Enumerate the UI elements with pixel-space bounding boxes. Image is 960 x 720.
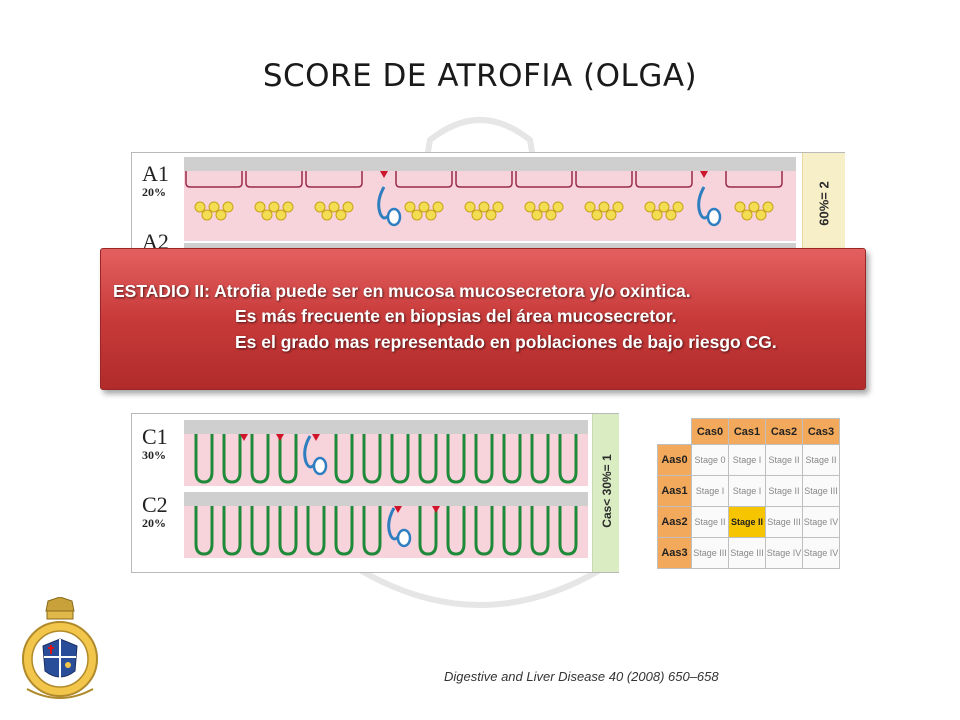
sidebar-score-text: 60%= 2 bbox=[816, 181, 832, 226]
oxyntic-gland bbox=[194, 506, 214, 556]
table-cell: Stage II bbox=[765, 444, 803, 476]
table-cell: Stage I bbox=[691, 475, 729, 507]
table-cell: Stage I bbox=[728, 475, 766, 507]
row-label-a2: A2 bbox=[142, 229, 169, 254]
histology-panel-corpus: C1 30% C2 20% Cas< 30%= 1 bbox=[131, 413, 619, 573]
table-cell-highlighted: Stage II bbox=[728, 506, 766, 538]
table-row: Aas3 Stage III Stage III Stage IV Stage … bbox=[657, 537, 840, 569]
mucous-gland-cluster bbox=[254, 201, 266, 213]
col-header: Cas0 bbox=[691, 418, 729, 445]
citation-text: Digestive and Liver Disease 40 (2008) 65… bbox=[444, 669, 719, 684]
intestinal-metaplasia-gland bbox=[387, 507, 402, 541]
table-cell: Stage 0 bbox=[691, 444, 729, 476]
mucosa-strip-c2 bbox=[184, 492, 588, 558]
col-header: Cas3 bbox=[802, 418, 840, 445]
row-header: Aas0 bbox=[657, 444, 692, 476]
red-triangle-marker-icon bbox=[700, 171, 708, 178]
mucosa-strip-c1 bbox=[184, 420, 588, 486]
mucosa-strip-a1 bbox=[184, 157, 796, 253]
col-header: Cas2 bbox=[765, 418, 803, 445]
oxyntic-gland bbox=[194, 434, 214, 484]
red-triangle-marker-icon bbox=[432, 506, 440, 513]
row-label-c1: C1 30% bbox=[142, 424, 168, 463]
intestinal-metaplasia-gland bbox=[303, 435, 318, 469]
table-cell: Stage II bbox=[802, 444, 840, 476]
table-cell: Stage I bbox=[728, 444, 766, 476]
table-cell: Stage III bbox=[765, 506, 803, 538]
callout-line-3: Es el grado mas representado en poblacio… bbox=[235, 332, 777, 352]
score-sidebar-corpus: Cas< 30%= 1 bbox=[592, 414, 619, 572]
red-triangle-marker-icon bbox=[276, 434, 284, 441]
intestinal-metaplasia-gland bbox=[377, 186, 392, 220]
table-cell: Stage III bbox=[728, 537, 766, 569]
mucous-gland-cluster bbox=[404, 201, 416, 213]
score-sidebar-antrum: 60%= 2 bbox=[802, 153, 845, 253]
table-header-row: Cas0 Cas1 Cas2 Cas3 bbox=[657, 418, 840, 445]
table-row: Aas0 Stage 0 Stage I Stage II Stage II bbox=[657, 444, 840, 476]
row-label-c2: C2 20% bbox=[142, 492, 168, 531]
red-triangle-marker-icon bbox=[380, 171, 388, 178]
row-label-a1: A1 20% bbox=[142, 161, 169, 200]
table-cell: Stage IV bbox=[765, 537, 803, 569]
university-crest-icon bbox=[22, 597, 98, 699]
row-header: Aas2 bbox=[657, 506, 692, 538]
table-corner bbox=[657, 418, 692, 445]
mucous-gland-cluster bbox=[644, 201, 656, 213]
slide-title: SCORE DE ATROFIA (OLGA) bbox=[262, 58, 698, 94]
red-triangle-marker-icon bbox=[312, 434, 320, 441]
red-triangle-marker-icon bbox=[394, 506, 402, 513]
table-row: Aas2 Stage II Stage II Stage III Stage I… bbox=[657, 506, 840, 538]
row-header: Aas1 bbox=[657, 475, 692, 507]
red-triangle-marker-icon bbox=[240, 434, 248, 441]
sidebar-score-text-corpus: Cas< 30%= 1 bbox=[600, 454, 614, 528]
table-cell: Stage IV bbox=[802, 537, 840, 569]
mucous-gland-cluster bbox=[584, 201, 596, 213]
mucous-gland-cluster bbox=[194, 201, 206, 213]
mucous-gland-cluster bbox=[464, 201, 476, 213]
intestinal-metaplasia-gland bbox=[697, 186, 712, 220]
mucous-gland-cluster bbox=[524, 201, 536, 213]
callout-line-1: ESTADIO II: Atrofia puede ser en mucosa … bbox=[113, 281, 691, 301]
estadio-callout: ESTADIO II: Atrofia puede ser en mucosa … bbox=[100, 248, 866, 390]
table-cell: Stage II bbox=[691, 506, 729, 538]
mucous-gland-cluster bbox=[734, 201, 746, 213]
callout-line-2: Es más frecuente en biopsias del área mu… bbox=[235, 306, 677, 326]
table-cell: Stage III bbox=[691, 537, 729, 569]
histology-panel-antrum: A1 20% A2 60%= 2 bbox=[131, 152, 845, 254]
mucous-gland-cluster bbox=[314, 201, 326, 213]
row-header: Aas3 bbox=[657, 537, 692, 569]
table-cell: Stage IV bbox=[802, 506, 840, 538]
table-row: Aas1 Stage I Stage I Stage II Stage III bbox=[657, 475, 840, 507]
col-header: Cas1 bbox=[728, 418, 766, 445]
table-cell: Stage III bbox=[802, 475, 840, 507]
table-cell: Stage II bbox=[765, 475, 803, 507]
olga-stage-table: Cas0 Cas1 Cas2 Cas3 Aas0 Stage 0 Stage I… bbox=[657, 418, 840, 569]
